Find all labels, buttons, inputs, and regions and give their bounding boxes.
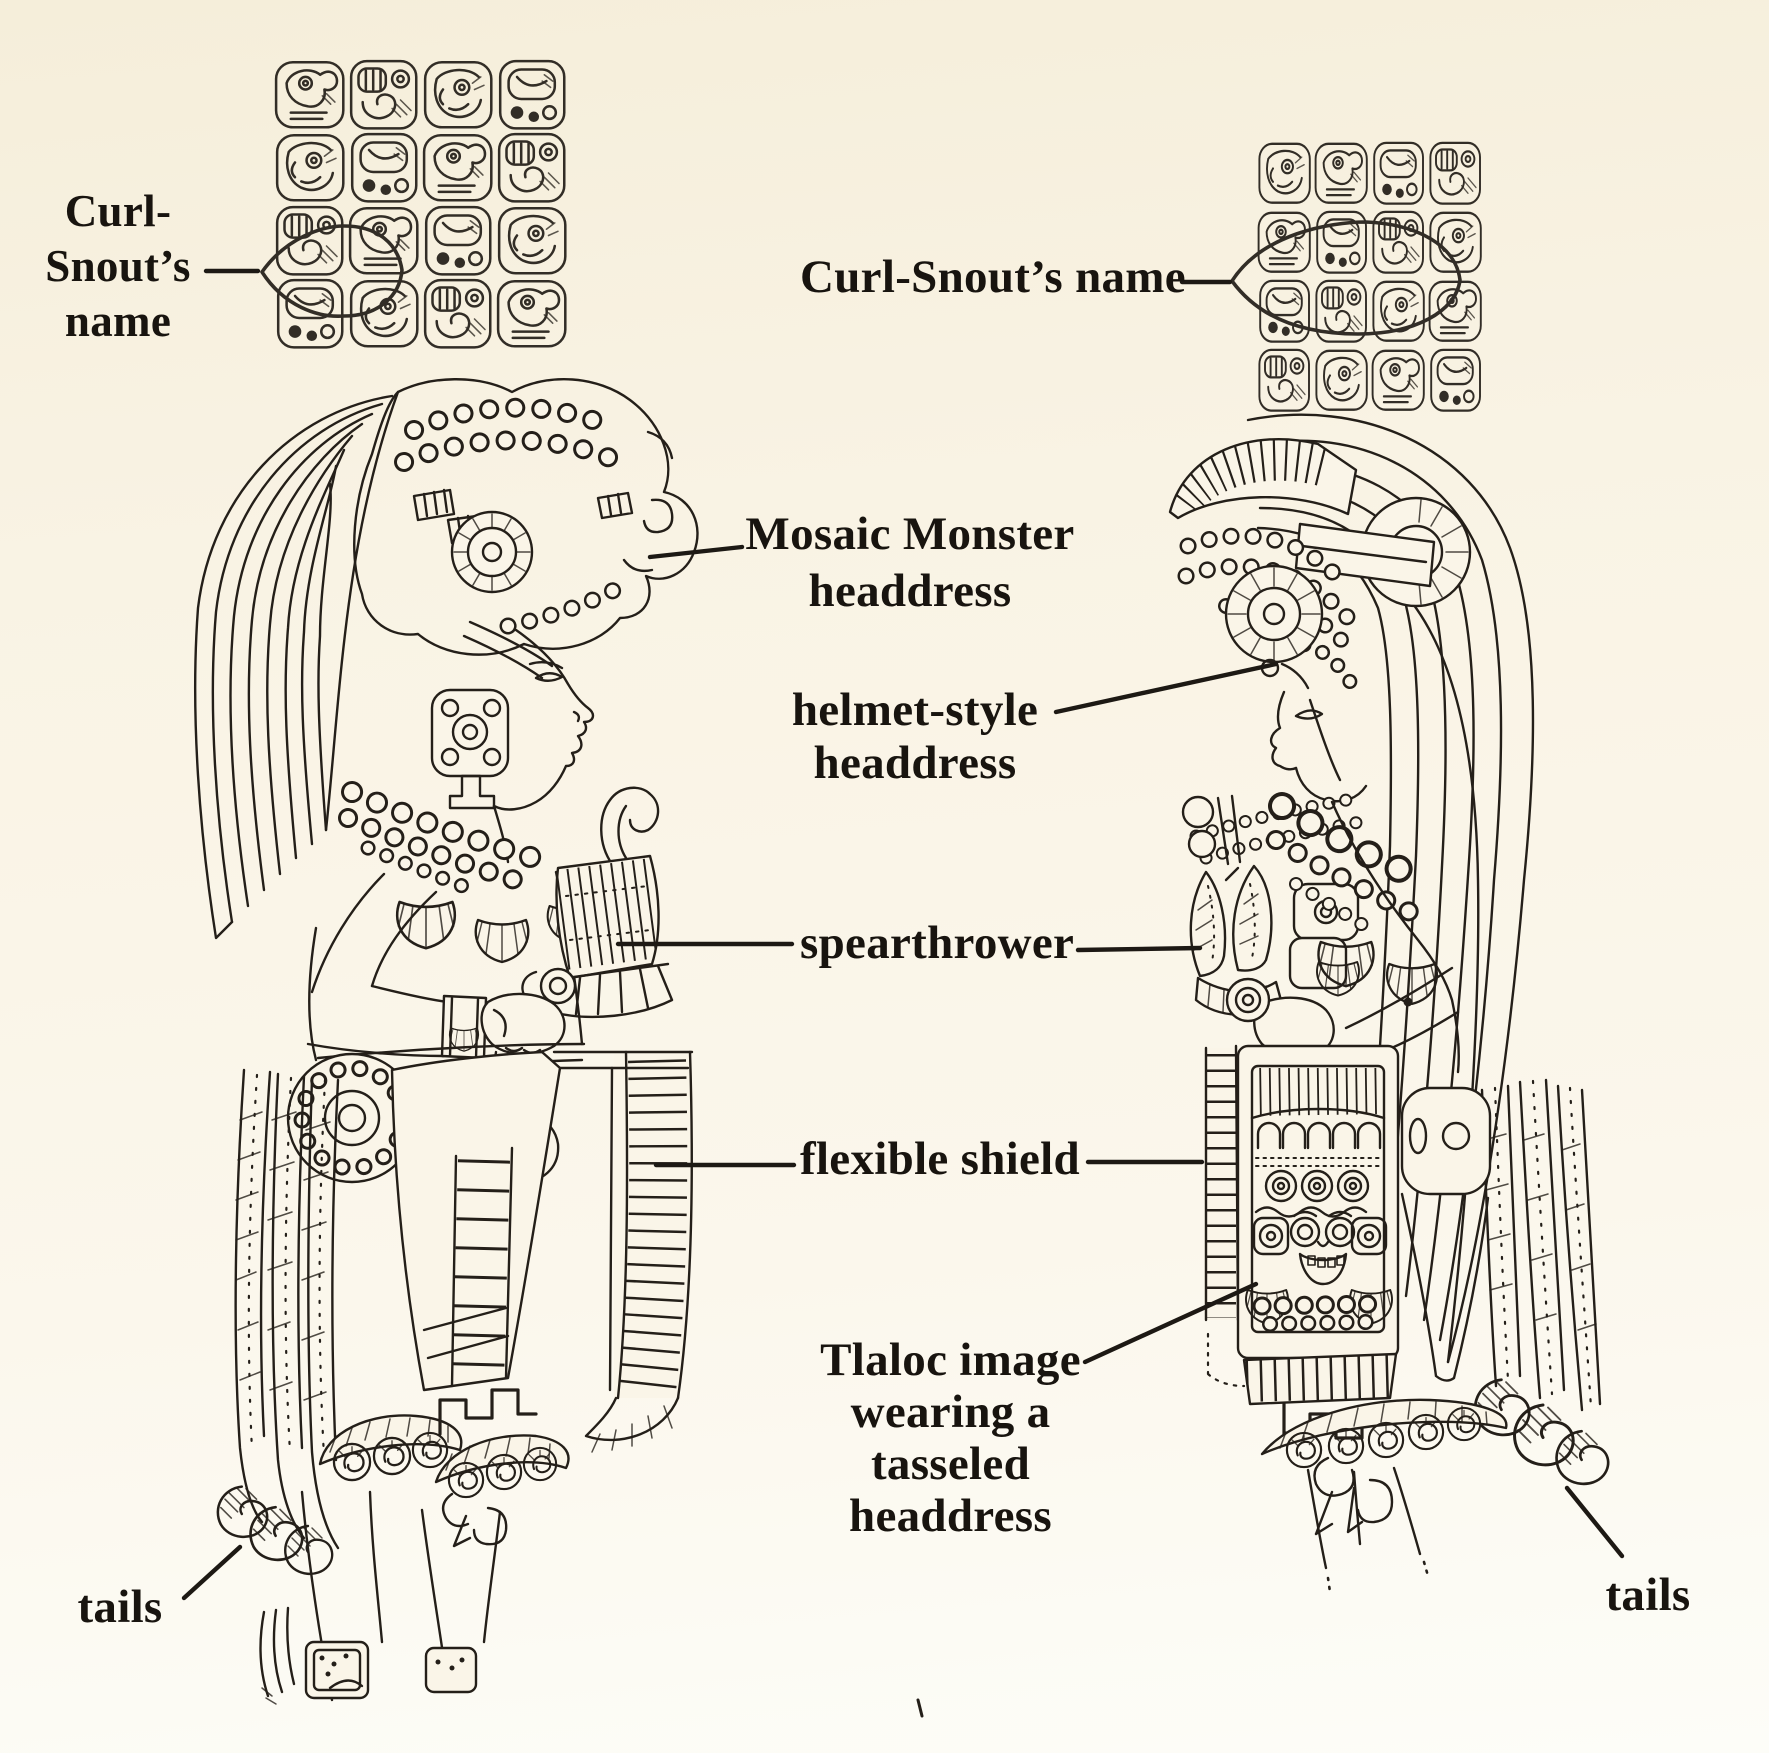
label-line: headdress	[808, 565, 1012, 617]
label-line: Snout’s	[45, 241, 191, 291]
leader-mosaic	[647, 544, 745, 560]
left-glyph-block-illustration	[260, 59, 567, 349]
label-line: wearing a	[850, 1386, 1051, 1438]
left-figure-illustration	[194, 378, 699, 1705]
label-spearthrower: spearthrower	[800, 917, 1075, 969]
left-name-cartouche	[260, 224, 404, 318]
label-line: name	[64, 296, 172, 346]
label-line: helmet-style	[791, 684, 1039, 736]
leader-tails-right	[1564, 1485, 1625, 1559]
label-line: Tlaloc image	[820, 1334, 1081, 1386]
right-glyph-block-illustration	[1230, 141, 1482, 412]
label-mosaic-monster-headdress: Mosaic Monster headdress	[740, 506, 1080, 620]
label-line: Curl-	[64, 186, 172, 236]
leader-helmet	[1053, 661, 1279, 715]
label-line: Mosaic Monster	[745, 508, 1075, 560]
label-curl-snout-right: Curl-Snout’s name	[800, 251, 1186, 303]
label-flexible-shield: flexible shield	[800, 1133, 1080, 1185]
label-line: tasseled	[870, 1438, 1031, 1490]
label-tlaloc-image: Tlaloc image wearing a tasseled headdres…	[818, 1334, 1083, 1542]
label-tails-left: tails	[77, 1581, 163, 1633]
leader-spearthrower-right	[1075, 945, 1203, 953]
right-figure-illustration	[1168, 413, 1610, 1594]
stray-scan-mark	[916, 1698, 924, 1718]
leader-tlaloc	[1082, 1281, 1259, 1365]
leader-tails-left	[181, 1544, 243, 1601]
label-line: headdress	[849, 1490, 1052, 1542]
label-tails-right: tails	[1605, 1569, 1691, 1621]
label-line: headdress	[813, 737, 1017, 789]
label-helmet-style-headdress: helmet-style headdress	[760, 684, 1070, 790]
right-name-cartouche	[1230, 220, 1462, 336]
label-curl-snout-left: Curl- Snout’s name	[18, 184, 218, 349]
leader-lines	[181, 268, 1625, 1718]
